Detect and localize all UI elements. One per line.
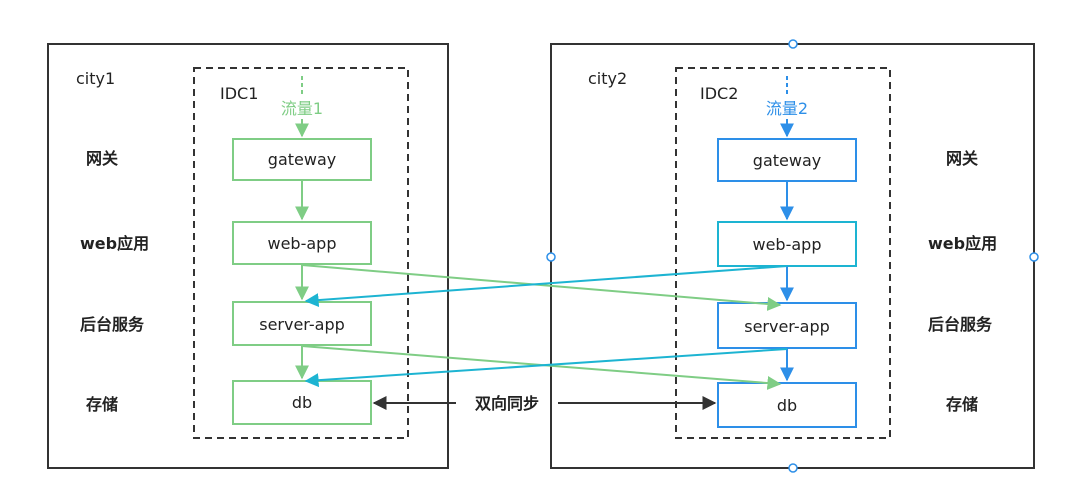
city1-db-box[interactable]: [232, 380, 372, 425]
cross-arrow-web1-to-server2: [301, 264, 782, 311]
city2-db-text: db: [777, 396, 797, 415]
city2-db-box[interactable]: [717, 382, 857, 428]
city2-row-label-gateway: 网关: [946, 149, 978, 168]
cross-arrow-web2-to-server1: [304, 265, 788, 308]
cross-city-connectors: 双向同步: [301, 264, 788, 413]
idc2-label: IDC2: [700, 84, 738, 103]
city2-web-app-text: web-app: [753, 235, 822, 254]
sync-label: 双向同步: [475, 394, 539, 413]
city2-server-app-text: server-app: [744, 317, 830, 336]
city2-handle-left[interactable]: [546, 252, 556, 262]
city2-row-label-server: 后台服务: [928, 315, 993, 334]
city2-label: city2: [588, 69, 627, 88]
city1-row-label-web: web应用: [80, 234, 149, 253]
city2-server-app-box[interactable]: [717, 302, 857, 349]
idc2-frame: [675, 67, 891, 439]
city2-handle-right[interactable]: [1029, 252, 1039, 262]
idc1-frame: [193, 67, 409, 439]
idc1-label: IDC1: [220, 84, 258, 103]
city1-region: city1 网关 web应用 后台服务 存储 IDC1 流量1 gateway …: [47, 43, 449, 469]
city2-gateway-text: gateway: [753, 151, 821, 170]
city1-db-text: db: [292, 393, 312, 412]
traffic2-label: 流量2: [766, 99, 808, 118]
city1-row-label-server: 后台服务: [80, 315, 145, 334]
city1-row-label-gateway: 网关: [86, 149, 118, 168]
city2-web-app-box[interactable]: [717, 221, 857, 267]
city1-frame: [47, 43, 449, 469]
city1-gateway-text: gateway: [268, 150, 336, 169]
city1-web-app-text: web-app: [268, 234, 337, 253]
city1-row-label-storage: 存储: [86, 395, 118, 414]
city2-handle-top[interactable]: [788, 39, 798, 49]
traffic1-label: 流量1: [281, 99, 323, 118]
city1-server-app-text: server-app: [259, 315, 345, 334]
city1-gateway-box[interactable]: [232, 138, 372, 181]
city2-region: city2 网关 web应用 后台服务 存储 IDC2 流量2 gateway …: [546, 39, 1039, 473]
city2-gateway-box[interactable]: [717, 138, 857, 182]
city2-row-label-storage: 存储: [946, 395, 978, 414]
city2-row-label-web: web应用: [928, 234, 997, 253]
city2-handle-bottom[interactable]: [788, 463, 798, 473]
city1-label: city1: [76, 69, 115, 88]
city1-server-app-box[interactable]: [232, 301, 372, 346]
cross-arrow-server2-to-db1: [304, 348, 788, 388]
